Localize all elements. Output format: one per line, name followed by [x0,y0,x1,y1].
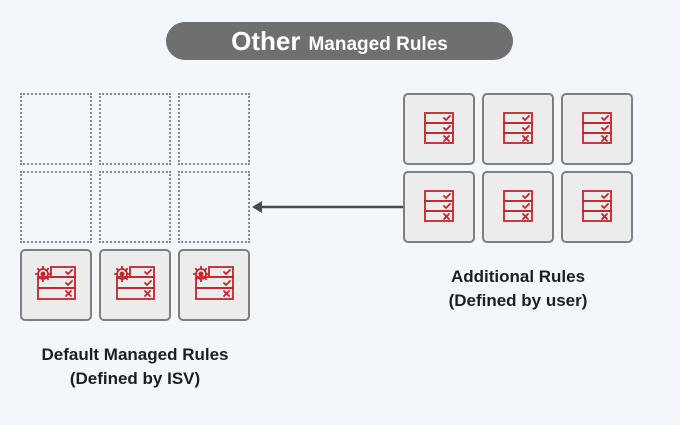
rule-checklist-icon [582,112,612,144]
additional-rule-tile [403,93,475,165]
managed-rule-gear-checklist-icon [35,266,76,300]
title-main: Other [231,26,301,56]
managed-rule-gear-checklist-icon [114,266,155,300]
default-rule-tile [99,249,171,321]
additional-rule-tile [403,171,475,243]
rule-checklist-icon [424,112,454,144]
managed-rule-gear-checklist-icon [193,266,234,300]
additional-rules-caption-line1: Additional Rules [450,267,586,286]
rule-checklist-icon [503,190,533,222]
additional-rules-caption: Additional Rules (Defined by user) [403,265,633,313]
empty-rule-slot [20,171,92,243]
empty-rule-slot [178,93,250,165]
empty-rule-slot [178,171,250,243]
rule-checklist-icon [582,190,612,222]
additional-rule-tile [561,93,633,165]
default-rules-caption-line1: Default Managed Rules [41,345,229,364]
rule-checklist-icon [503,112,533,144]
left-arrow-icon [252,201,404,213]
additional-rule-tile [482,171,554,243]
additional-rule-tile [482,93,554,165]
default-rules-caption-line2: (Defined by ISV) [69,369,201,388]
additional-rules-caption-line2: (Defined by user) [448,291,588,310]
empty-rule-slot [20,93,92,165]
default-rule-tile [20,249,92,321]
title-rest: Managed Rules [308,34,448,55]
rule-checklist-icon [424,190,454,222]
title-banner: Other Managed Rules [166,22,513,60]
empty-rule-slot [99,171,171,243]
default-rule-tile [178,249,250,321]
default-rules-caption: Default Managed Rules (Defined by ISV) [10,343,260,391]
empty-rule-slot [99,93,171,165]
additional-rule-tile [561,171,633,243]
